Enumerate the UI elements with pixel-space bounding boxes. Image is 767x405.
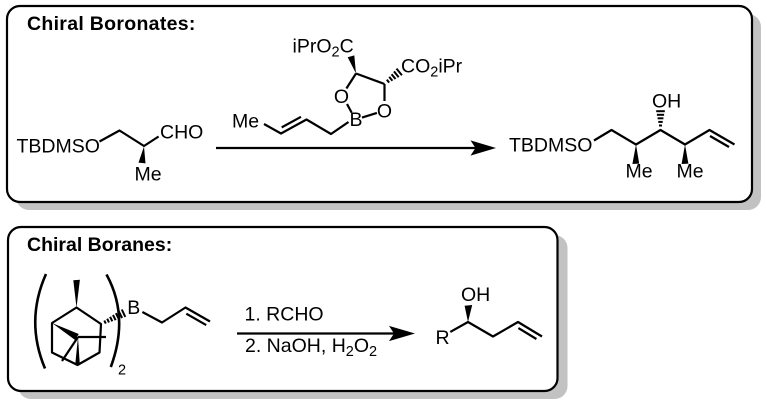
svg-text:TBDMSO: TBDMSO	[17, 136, 100, 158]
svg-text:R: R	[435, 327, 449, 349]
svg-text:Me: Me	[626, 161, 653, 183]
svg-text:Me: Me	[232, 111, 259, 133]
svg-text:1. RCHO: 1. RCHO	[245, 304, 324, 326]
svg-text:OH: OH	[461, 284, 490, 306]
svg-text:Chiral Boronates:: Chiral Boronates:	[27, 13, 196, 35]
svg-text:B: B	[349, 109, 362, 131]
svg-text:B: B	[127, 297, 140, 319]
svg-text:O: O	[334, 86, 349, 108]
svg-text:iPrO2C: iPrO2C	[293, 36, 354, 61]
svg-text:2. NaOH, H2O2: 2. NaOH, H2O2	[245, 335, 377, 360]
svg-text:OH: OH	[652, 91, 681, 113]
svg-text:Me: Me	[677, 161, 704, 183]
svg-text:Chiral Boranes:: Chiral Boranes:	[27, 234, 172, 256]
svg-text:CHO: CHO	[160, 122, 203, 144]
svg-text:O: O	[377, 101, 392, 123]
svg-text:TBDMSO: TBDMSO	[509, 135, 592, 157]
svg-text:2: 2	[118, 363, 126, 379]
svg-text:Me: Me	[135, 164, 162, 186]
